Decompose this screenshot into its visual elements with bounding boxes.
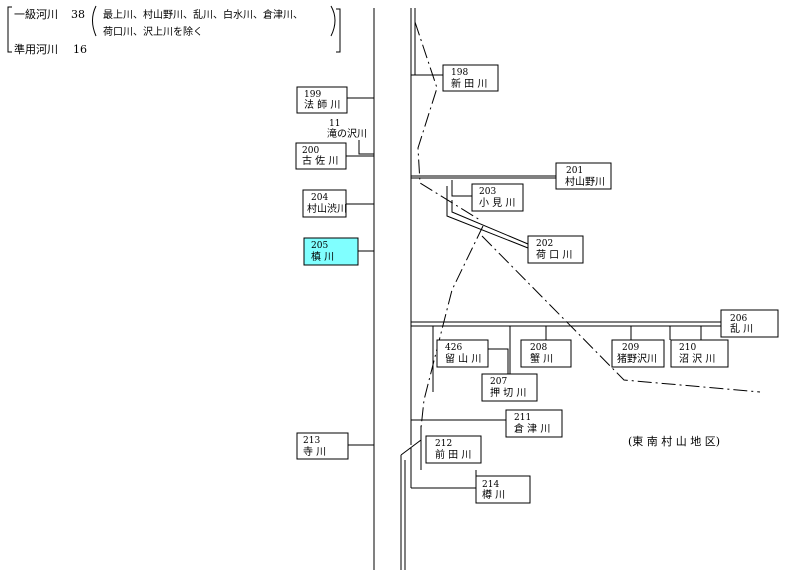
right-branches [400,74,721,570]
river-number: 209 [622,343,639,353]
river-name: 古 佐 川 [302,154,338,167]
branch-202-inner [451,200,529,245]
boundary-right [481,235,761,393]
river-number: 214 [482,480,499,490]
river-box-205: 205 槙 川 [303,237,359,266]
river-number: 213 [303,436,320,446]
river-name: 寺 川 [303,446,326,458]
river-name: 小 見 川 [479,197,515,209]
river-labels: 199 法 師 川 11 滝の沢川 200 古 佐 川 204 村山渋川 205… [295,64,779,504]
river-box-200: 200 古 佐 川 [295,142,347,170]
river-name: 沼 沢 川 [679,352,715,365]
river-name: 新 田 川 [451,77,487,90]
river-box-426: 426 留 山 川 [436,339,489,368]
river-box-203: 203 小 見 川 [471,183,524,212]
river-name: 猪野沢川 [617,352,657,365]
river-name: 滝の沢川 [327,127,367,140]
left-branches [346,97,374,446]
river-number: 211 [514,413,531,423]
river-number: 202 [536,239,553,249]
legend-note-close-paren [330,5,336,37]
river-number: 11 [329,119,340,129]
river-number: 204 [311,193,328,203]
legend-class1-note-line2: 荷口川、沢上川を除く [103,25,203,38]
river-box-207: 207 押 切 川 [481,373,538,402]
legend-class1-note-line1: 最上川、村山野川、乱川、白水川、倉津川、 [103,8,303,21]
boundary-middle [420,225,484,429]
river-name: 蟹 川 [530,352,553,365]
river-name: 倉 津 川 [514,422,550,435]
legend-class1-count: 38 [71,8,85,21]
river-name: 乱 川 [730,323,753,335]
river-name: 留 山 川 [445,352,481,365]
legend-class1-label: 一級河川 [14,8,58,21]
river-name: 村山野川 [565,175,605,188]
river-name: 荷 口 川 [536,249,572,261]
branch-207 [488,348,509,374]
region-label: (東 南 村 山 地 区) [628,434,720,448]
river-box-209: 209 猪野沢川 [611,339,665,368]
river-name: 樽 川 [482,488,505,501]
river-number: 205 [311,241,328,251]
river-box-212: 212 前 田 川 [425,435,482,464]
river-box-213: 213 寺 川 [296,432,349,460]
branch-202-outer [446,186,529,249]
legend-note-open-paren [92,5,97,37]
river-label-11: 11 滝の沢川 [327,119,367,140]
river-number: 207 [490,377,507,387]
river-box-204: 204 村山渋川 [302,189,347,218]
branch-203 [451,180,472,197]
river-number: 212 [435,439,452,449]
river-box-206: 206 乱 川 [720,309,779,338]
river-number: 201 [566,166,583,176]
branch-11 [358,140,374,155]
river-box-210: 210 沼 沢 川 [670,339,729,368]
river-number: 208 [530,343,547,353]
river-name: 押 切 川 [490,386,526,399]
river-box-211: 211 倉 津 川 [505,409,563,438]
river-box-214: 214 樽 川 [475,475,531,504]
river-number: 206 [730,314,747,324]
river-box-198: 198 新 田 川 [442,64,499,92]
river-number: 199 [304,90,321,100]
river-name: 法 師 川 [304,98,340,111]
legend-quasi-label: 準用河川 [14,42,58,56]
legend: 一級河川 38 最上川、村山野川、乱川、白水川、倉津川、 荷口川、沢上川を除く … [7,5,341,56]
river-name: 村山渋川 [307,202,347,215]
legend-right-bracket [336,8,341,53]
river-box-202: 202 荷 口 川 [527,235,584,264]
highlight-box [303,237,359,266]
river-number: 203 [479,187,496,197]
legend-left-bracket [7,6,12,53]
river-number: 200 [302,146,319,156]
river-box-201: 201 村山野川 [555,162,612,190]
river-name: 槙 川 [311,250,334,263]
river-box-208: 208 蟹 川 [520,339,572,368]
river-name: 前 田 川 [435,448,471,461]
river-box-199: 199 法 師 川 [296,86,348,114]
river-number: 198 [451,68,468,78]
mainstream-lines [373,8,416,570]
river-number: 210 [679,343,696,353]
legend-quasi-count: 16 [73,43,87,56]
boundary-upper [414,21,481,221]
river-number: 426 [445,343,462,353]
